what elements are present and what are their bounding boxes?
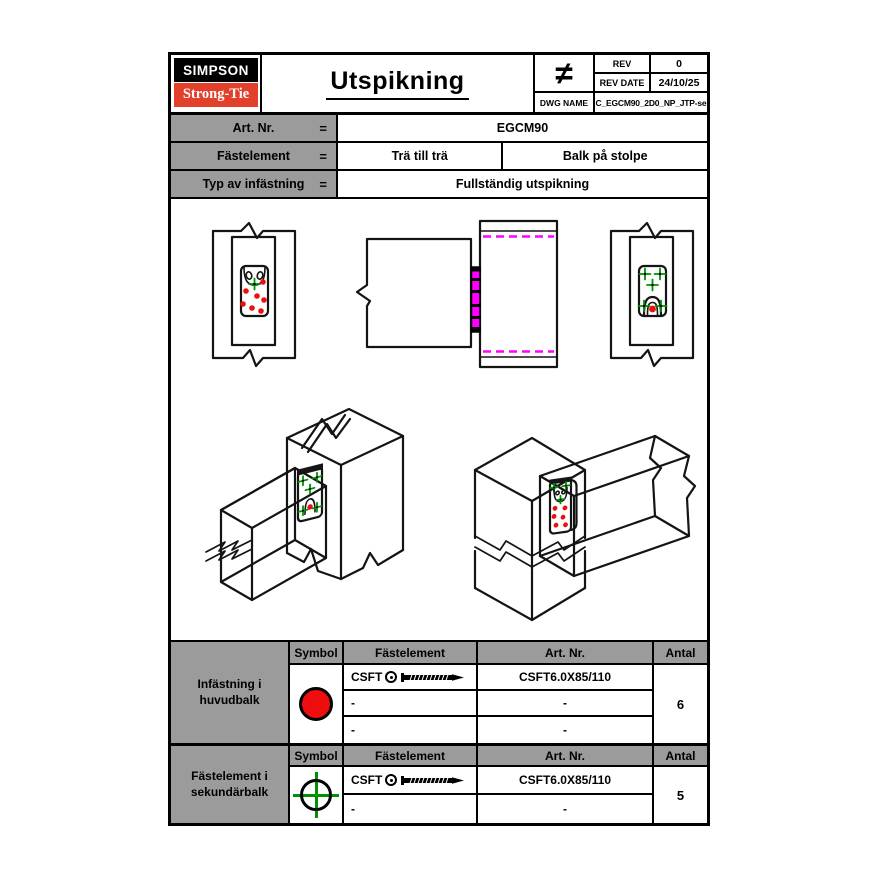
logo-simpson: SIMPSON <box>174 58 258 82</box>
fastener-table-secondary-beam: Fästelement i sekundärbalk Symbol Fästel… <box>171 746 707 823</box>
fastener-cell: CSFT <box>344 665 478 691</box>
art-nr-cell: - <box>478 691 654 717</box>
screw-side-icon <box>401 672 465 682</box>
title-cell: Utspikning <box>262 55 535 112</box>
isometric-beam-to-post-drawing <box>205 407 405 602</box>
rev-label: REV <box>595 55 651 74</box>
equals-sign: = <box>319 148 327 164</box>
elevation-back-view-drawing <box>609 221 695 368</box>
brand-logo: SIMPSON Strong-Tie <box>171 55 262 112</box>
drawing-area <box>171 199 707 642</box>
post-wireframe <box>285 407 405 581</box>
column-header-symbol: Symbol <box>290 642 344 665</box>
fastener-cell: - <box>344 717 478 743</box>
art-nr-cell: - <box>478 795 654 823</box>
antal-cell: 6 <box>676 696 685 712</box>
info-row-typ-av-infastning: Typ av infästning = Fullständig utspikni… <box>171 171 707 199</box>
column-header-art-nr: Art. Nr. <box>478 642 654 665</box>
isometric-post-to-beam-drawing <box>473 434 697 622</box>
connector-plate-edge <box>470 266 481 333</box>
connector-plate-front <box>239 264 270 318</box>
column-header-art-nr: Art. Nr. <box>478 746 654 767</box>
symbol-cell <box>290 665 344 743</box>
dwg-name-value: C_EGCM90_2D0_NP_JTP-se <box>595 97 707 108</box>
beam-wireframe <box>205 466 328 602</box>
info-value: Trä till trä <box>391 149 448 163</box>
connector-plate-back <box>637 264 668 318</box>
table-row-label: Fästelement i sekundärbalk <box>171 746 290 823</box>
info-label-text: Fästelement <box>217 149 290 163</box>
rev-value: 0 <box>651 55 707 74</box>
dwg-name-label: DWG NAME <box>535 93 595 112</box>
table-row-label: Infästning i huvudbalk <box>171 642 290 743</box>
column-header-antal: Antal <box>654 746 707 767</box>
antal-cell: 5 <box>676 787 685 803</box>
fastener-cell: - <box>344 691 478 717</box>
rev-date-value: 24/10/25 <box>651 74 707 93</box>
info-value: EGCM90 <box>496 121 549 135</box>
symbol-cell <box>290 767 344 823</box>
column-header-antal: Antal <box>654 642 707 665</box>
post-wireframe <box>473 436 587 622</box>
screw-head-icon <box>385 671 398 683</box>
art-nr-cell: CSFT6.0X85/110 <box>478 665 654 691</box>
info-value: Balk på stolpe <box>501 143 707 169</box>
screw-head-icon <box>385 774 398 786</box>
connector-plate-iso <box>548 476 578 535</box>
column-header-symbol: Symbol <box>290 746 344 767</box>
fastener-name: CSFT <box>351 773 383 787</box>
title-block: SIMPSON Strong-Tie Utspikning ≠ REV 0 RE… <box>171 55 707 115</box>
fastener-table-main-beam: Infästning i huvudbalk Symbol Fästelemen… <box>171 642 707 746</box>
info-value: Fullständig utspikning <box>455 177 590 191</box>
fastener-cell: CSFT <box>344 767 478 795</box>
not-equal-symbol: ≠ <box>535 55 595 93</box>
equals-sign: = <box>319 120 327 136</box>
art-nr-cell: CSFT6.0X85/110 <box>478 767 654 795</box>
red-circle-symbol <box>299 687 333 721</box>
logo-strongtie: Strong-Tie <box>174 83 258 107</box>
info-label: Typ av infästning = <box>171 171 338 197</box>
fastener-cell: - <box>344 795 478 823</box>
revision-block: ≠ REV 0 REV DATE 24/10/25 DWG NAME C_EGC… <box>535 55 707 112</box>
info-row-fastelement: Fästelement = Trä till trä Balk på stolp… <box>171 143 707 171</box>
screw-side-icon <box>401 775 465 785</box>
info-row-art-nr: Art. Nr. = EGCM90 <box>171 115 707 143</box>
info-label: Art. Nr. = <box>171 115 338 141</box>
info-label-text: Typ av infästning <box>202 177 305 191</box>
info-label-text: Art. Nr. <box>232 121 275 135</box>
beam-wireframe <box>538 434 697 578</box>
elevation-front-view-drawing <box>211 221 297 368</box>
rev-date-label: REV DATE <box>595 74 651 93</box>
drawing-sheet: SIMPSON Strong-Tie Utspikning ≠ REV 0 RE… <box>168 52 710 826</box>
fastener-name: CSFT <box>351 670 383 684</box>
page-title: Utspikning <box>326 67 469 100</box>
crosshair-symbol <box>292 771 340 819</box>
elevation-side-section-drawing <box>355 219 559 369</box>
column-header-fastener: Fästelement <box>344 642 478 665</box>
connector-plate-iso <box>296 463 324 523</box>
equals-sign: = <box>319 176 327 192</box>
info-label: Fästelement = <box>171 143 338 169</box>
art-nr-cell: - <box>478 717 654 743</box>
column-header-fastener: Fästelement <box>344 746 478 767</box>
